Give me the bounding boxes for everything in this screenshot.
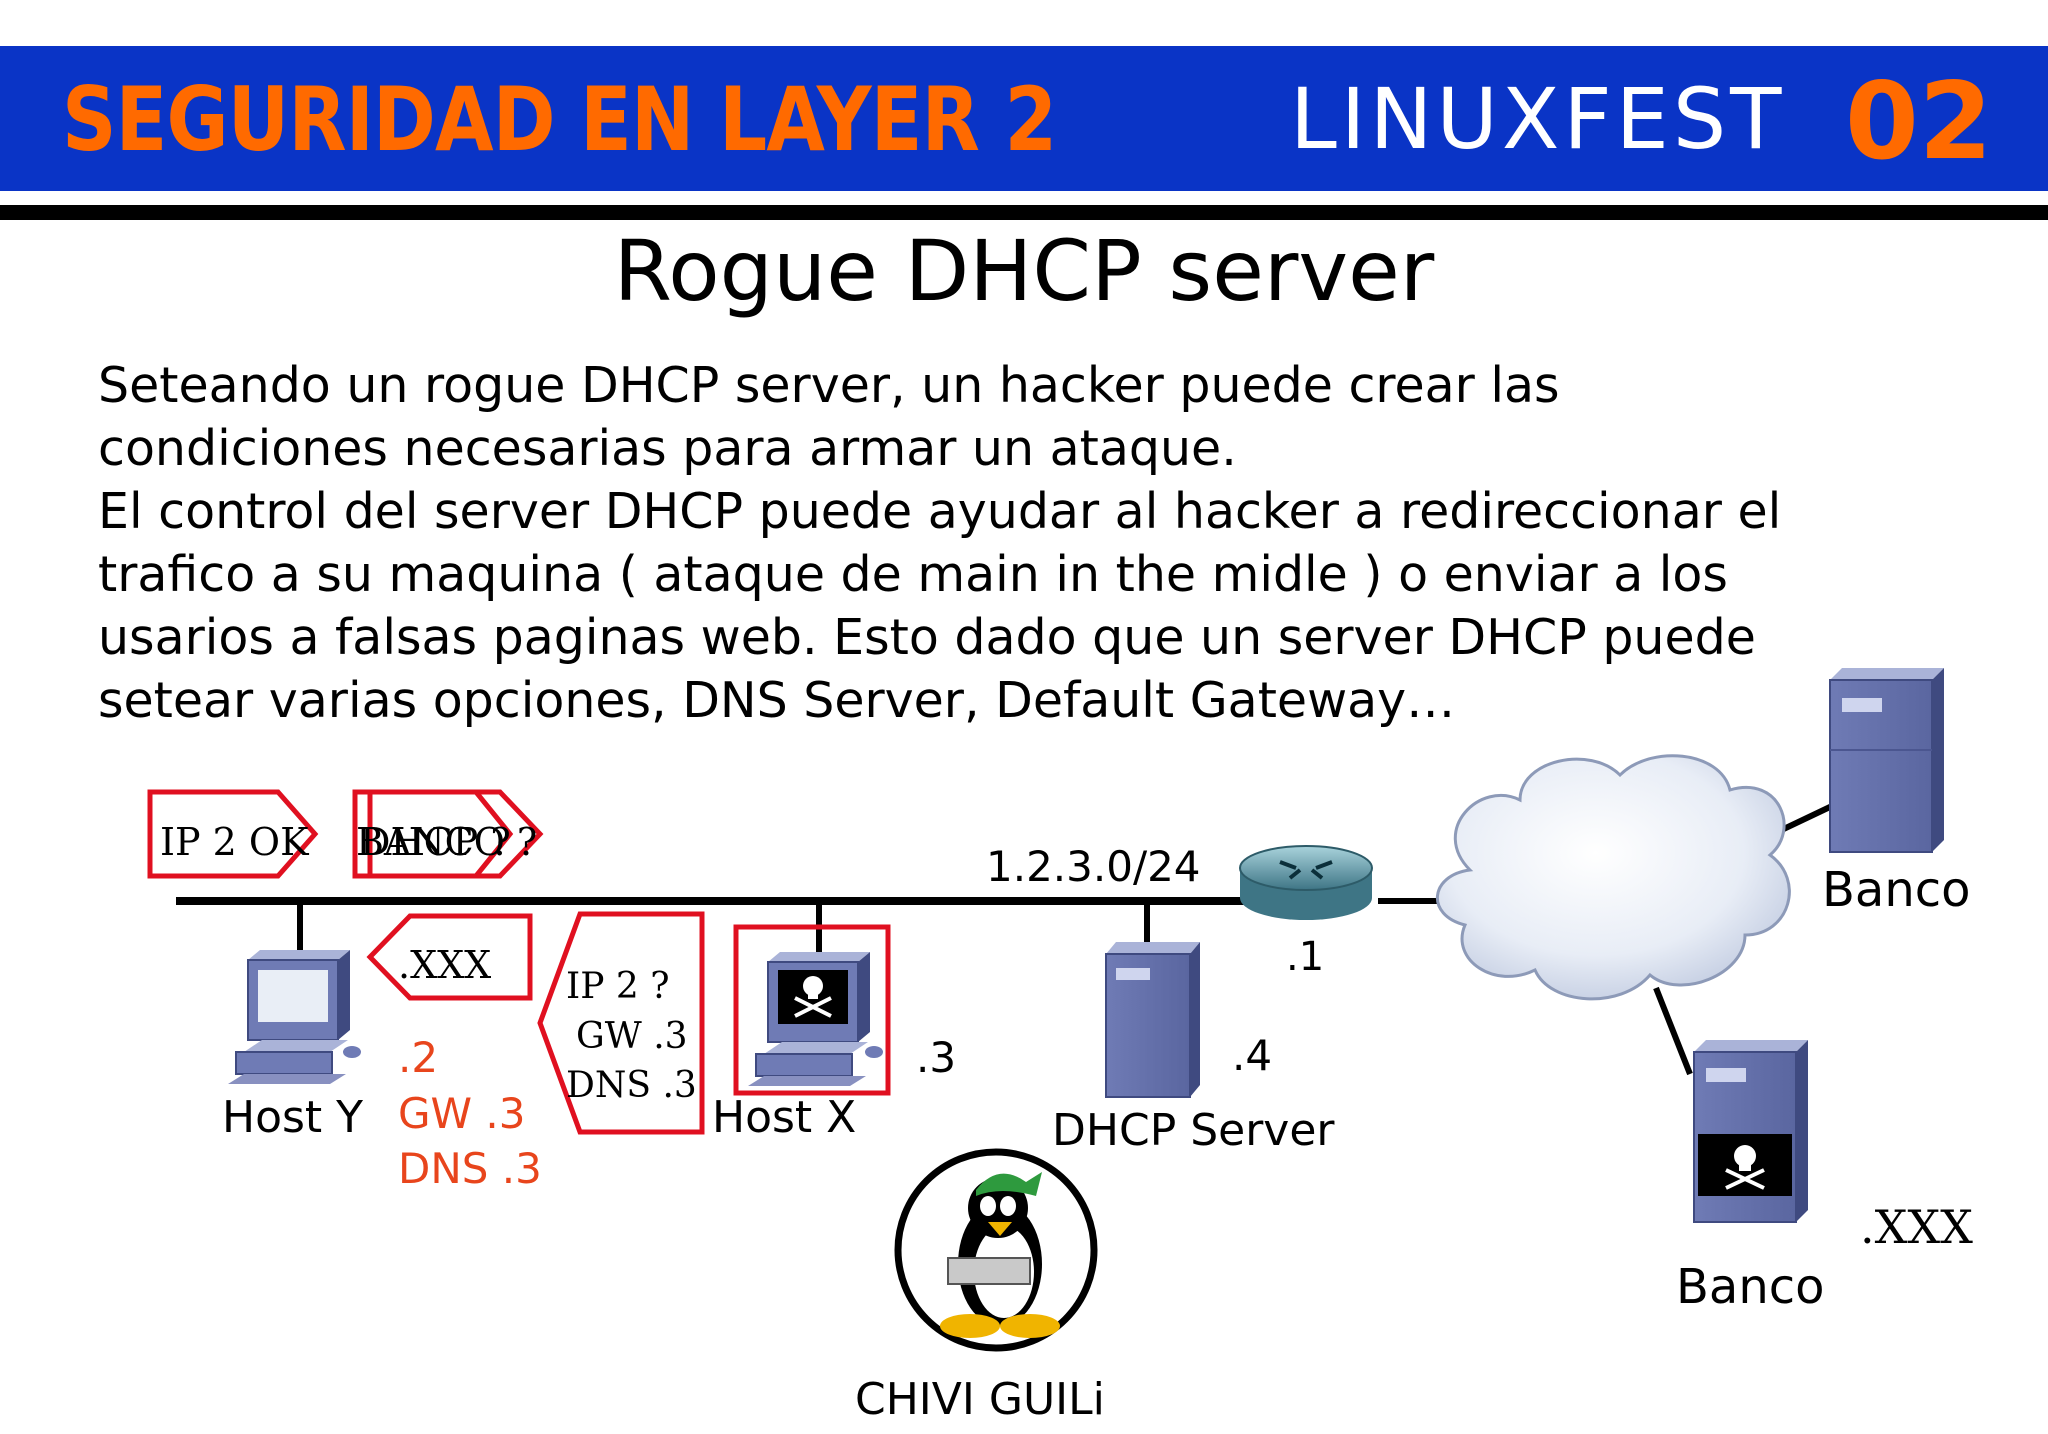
- host-y-gw: GW .3: [398, 1089, 526, 1138]
- dhcp-server-icon: [1105, 942, 1200, 1098]
- banco-label: Banco: [1822, 862, 1971, 918]
- slide-paragraph: Seteando un rogue DHCP server, un hacker…: [98, 354, 1998, 732]
- fake-banco-ip: .XXX: [1860, 1200, 1973, 1254]
- header-divider: [0, 192, 2048, 196]
- penguin-logo-icon: [894, 1148, 1098, 1352]
- host-y-ip: .2: [398, 1033, 438, 1082]
- offer-dns-text: DNS .3: [566, 1065, 697, 1106]
- host-x-highlight-box: [733, 924, 891, 1096]
- paragraph-line: trafico a su maquina ( ataque de main in…: [98, 546, 1728, 603]
- paragraph-line: Seteando un rogue DHCP server, un hacker…: [98, 357, 1560, 414]
- offer-ip-text: IP 2 ?: [566, 966, 670, 1007]
- fake-banco-label: Banco: [1676, 1259, 1825, 1315]
- host-y-dns: DNS .3: [398, 1144, 542, 1193]
- dhcp-server-label: DHCP Server: [1052, 1105, 1335, 1156]
- msg-banco-text: BANCO ?: [356, 820, 537, 864]
- offer-gw-text: GW .3: [576, 1016, 688, 1057]
- banner-number: 02: [1845, 60, 1993, 183]
- skull-icon: [1725, 1145, 1765, 1190]
- skull-icon: [794, 976, 832, 1018]
- cloud-fake-banco-link: [1653, 986, 1693, 1076]
- header-banner: [0, 46, 2048, 191]
- header-rule: [0, 205, 2048, 220]
- router-ip: .1: [1286, 934, 1324, 980]
- host-y-label: Host Y: [222, 1092, 363, 1143]
- host-x-ip: .3: [916, 1033, 956, 1082]
- banco-server-icon: [1829, 668, 1944, 853]
- host-y-computer-icon: [228, 950, 361, 1084]
- network-label: 1.2.3.0/24: [986, 842, 1201, 891]
- host-x-label: Host X: [712, 1092, 856, 1143]
- msg-dhcp-text: DHCP ?: [360, 820, 511, 864]
- banner-title: SEGURIDAD EN LAYER 2: [62, 68, 1057, 171]
- dhcp-server-ip: .4: [1232, 1031, 1272, 1080]
- cloud-icon: [1436, 754, 1791, 1001]
- paragraph-line: condiciones necesarias para armar un ata…: [98, 420, 1237, 477]
- msg-xxx-text: .XXX: [398, 943, 491, 987]
- slide-title: Rogue DHCP server: [613, 222, 1435, 320]
- dhcp-offer-arrow: IP 2 ? GW .3 DNS .3: [537, 911, 705, 1135]
- paragraph-line: setear varias opciones, DNS Server, Defa…: [98, 672, 1456, 729]
- banner-brand: LINUXFEST: [1290, 70, 1786, 168]
- fake-banco-server-icon: [1693, 1040, 1808, 1223]
- logo-caption: CHIVI GUILi: [855, 1374, 1105, 1425]
- msg-xxx-arrow: .XXX: [366, 913, 533, 1001]
- host-x-computer-icon: [748, 952, 883, 1086]
- paragraph-line: usarios a falsas paginas web. Esto dado …: [98, 609, 1756, 666]
- msg-ip2ok-text: IP 2 OK: [160, 820, 309, 864]
- paragraph-line: El control del server DHCP puede ayudar …: [98, 483, 1782, 540]
- router-icon: [1239, 845, 1373, 920]
- msg-query-arrow: BANCO ? DHCP ?: [352, 789, 544, 879]
- msg-ip2ok-arrow: IP 2 OK: [147, 789, 319, 879]
